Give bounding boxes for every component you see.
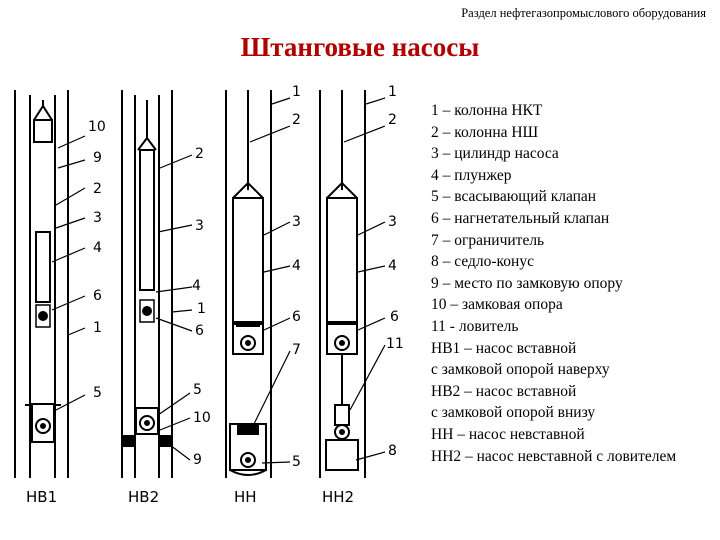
- label-nn2: 6: [390, 309, 399, 325]
- pump-caption: НВ1: [26, 488, 57, 506]
- pump-nn2-drawing: [319, 90, 366, 478]
- label-nv2: 2: [195, 146, 204, 162]
- section-header: Раздел нефтегазопромыслового оборудовани…: [461, 6, 706, 20]
- legend-item: 6 – нагнетательный клапан: [431, 209, 610, 227]
- pump-nv2-drawing: [121, 90, 173, 478]
- leader-lines: [51, 97, 386, 464]
- legend-item: НВ1 – насос вставной: [431, 339, 577, 357]
- legend-item: 11 - ловитель: [431, 317, 519, 335]
- label-nn2: 11: [386, 336, 404, 352]
- label-nv1: 5: [93, 385, 102, 401]
- legend-item: 4 – плунжер: [431, 166, 512, 184]
- pump-nn-drawing: [225, 90, 272, 478]
- legend-item: 8 – седло-конус: [431, 253, 534, 271]
- label-nn2: 2: [388, 112, 397, 128]
- label-nn2: 8: [388, 443, 397, 459]
- legend-item: 7 – ограничитель: [431, 231, 545, 249]
- legend-item: НВ2 – насос вставной: [431, 382, 577, 400]
- legend-item: НН – насос невставной: [431, 425, 585, 443]
- pump-nv1-drawing: [14, 90, 69, 478]
- legend-item: с замковой опорой внизу: [431, 404, 596, 422]
- legend-item: 1 – колонна НКТ: [431, 102, 543, 119]
- legend-list: 1 – колонна НКТ 2 – колонна НШ 3 – цилин…: [431, 100, 676, 467]
- label-nv1: 6: [93, 288, 102, 304]
- pump-diagrams: 10 9 2 3 4 6 1 5 2 3 4 1 6 5 10 9 1 2 3 …: [14, 84, 404, 506]
- part-labels: 10 9 2 3 4 6 1 5 2 3 4 1 6 5 10 9 1 2 3 …: [88, 84, 404, 470]
- legend-item: 10 – замковая опора: [431, 296, 563, 314]
- legend-item: с замковой опорой наверху: [431, 361, 610, 379]
- label-nv1: 9: [93, 150, 102, 166]
- label-nv2: 9: [193, 452, 202, 468]
- legend-item: 5 – всасывающий клапан: [431, 188, 597, 206]
- page-title: Штанговые насосы: [240, 32, 480, 62]
- label-nn2: 3: [388, 214, 397, 230]
- pump-caption: НН: [234, 488, 257, 506]
- label-nn2: 4: [388, 258, 397, 274]
- legend-item: НН2 – насос невставной с ловителем: [431, 447, 677, 465]
- legend-item: 9 – место по замковую опору: [431, 274, 623, 292]
- label-nv2: 10: [193, 410, 211, 426]
- pump-caption: НВ2: [128, 488, 159, 506]
- label-nv2: 6: [195, 323, 204, 339]
- label-nn: 6: [292, 309, 301, 325]
- label-nv1: 10: [88, 119, 106, 135]
- label-nv1: 3: [93, 210, 102, 226]
- label-nn: 2: [292, 112, 301, 128]
- label-nn: 3: [292, 214, 301, 230]
- legend-item: 2 – колонна НШ: [431, 123, 539, 141]
- label-nv1: 4: [93, 240, 102, 256]
- label-nv2: 4: [192, 278, 201, 294]
- label-nn: 4: [292, 258, 301, 274]
- label-nv1: 1: [93, 320, 102, 336]
- pump-caption: НН2: [322, 488, 354, 506]
- label-nn: 5: [292, 454, 301, 470]
- legend-item: 3 – цилиндр насоса: [431, 145, 559, 163]
- label-nv2: 3: [195, 218, 204, 234]
- label-nn: 1: [292, 84, 301, 100]
- label-nv2: 1: [197, 301, 206, 317]
- label-nv1: 2: [93, 181, 102, 197]
- label-nv2: 5: [193, 382, 202, 398]
- label-nn2: 1: [388, 84, 397, 100]
- label-nn: 7: [292, 342, 301, 358]
